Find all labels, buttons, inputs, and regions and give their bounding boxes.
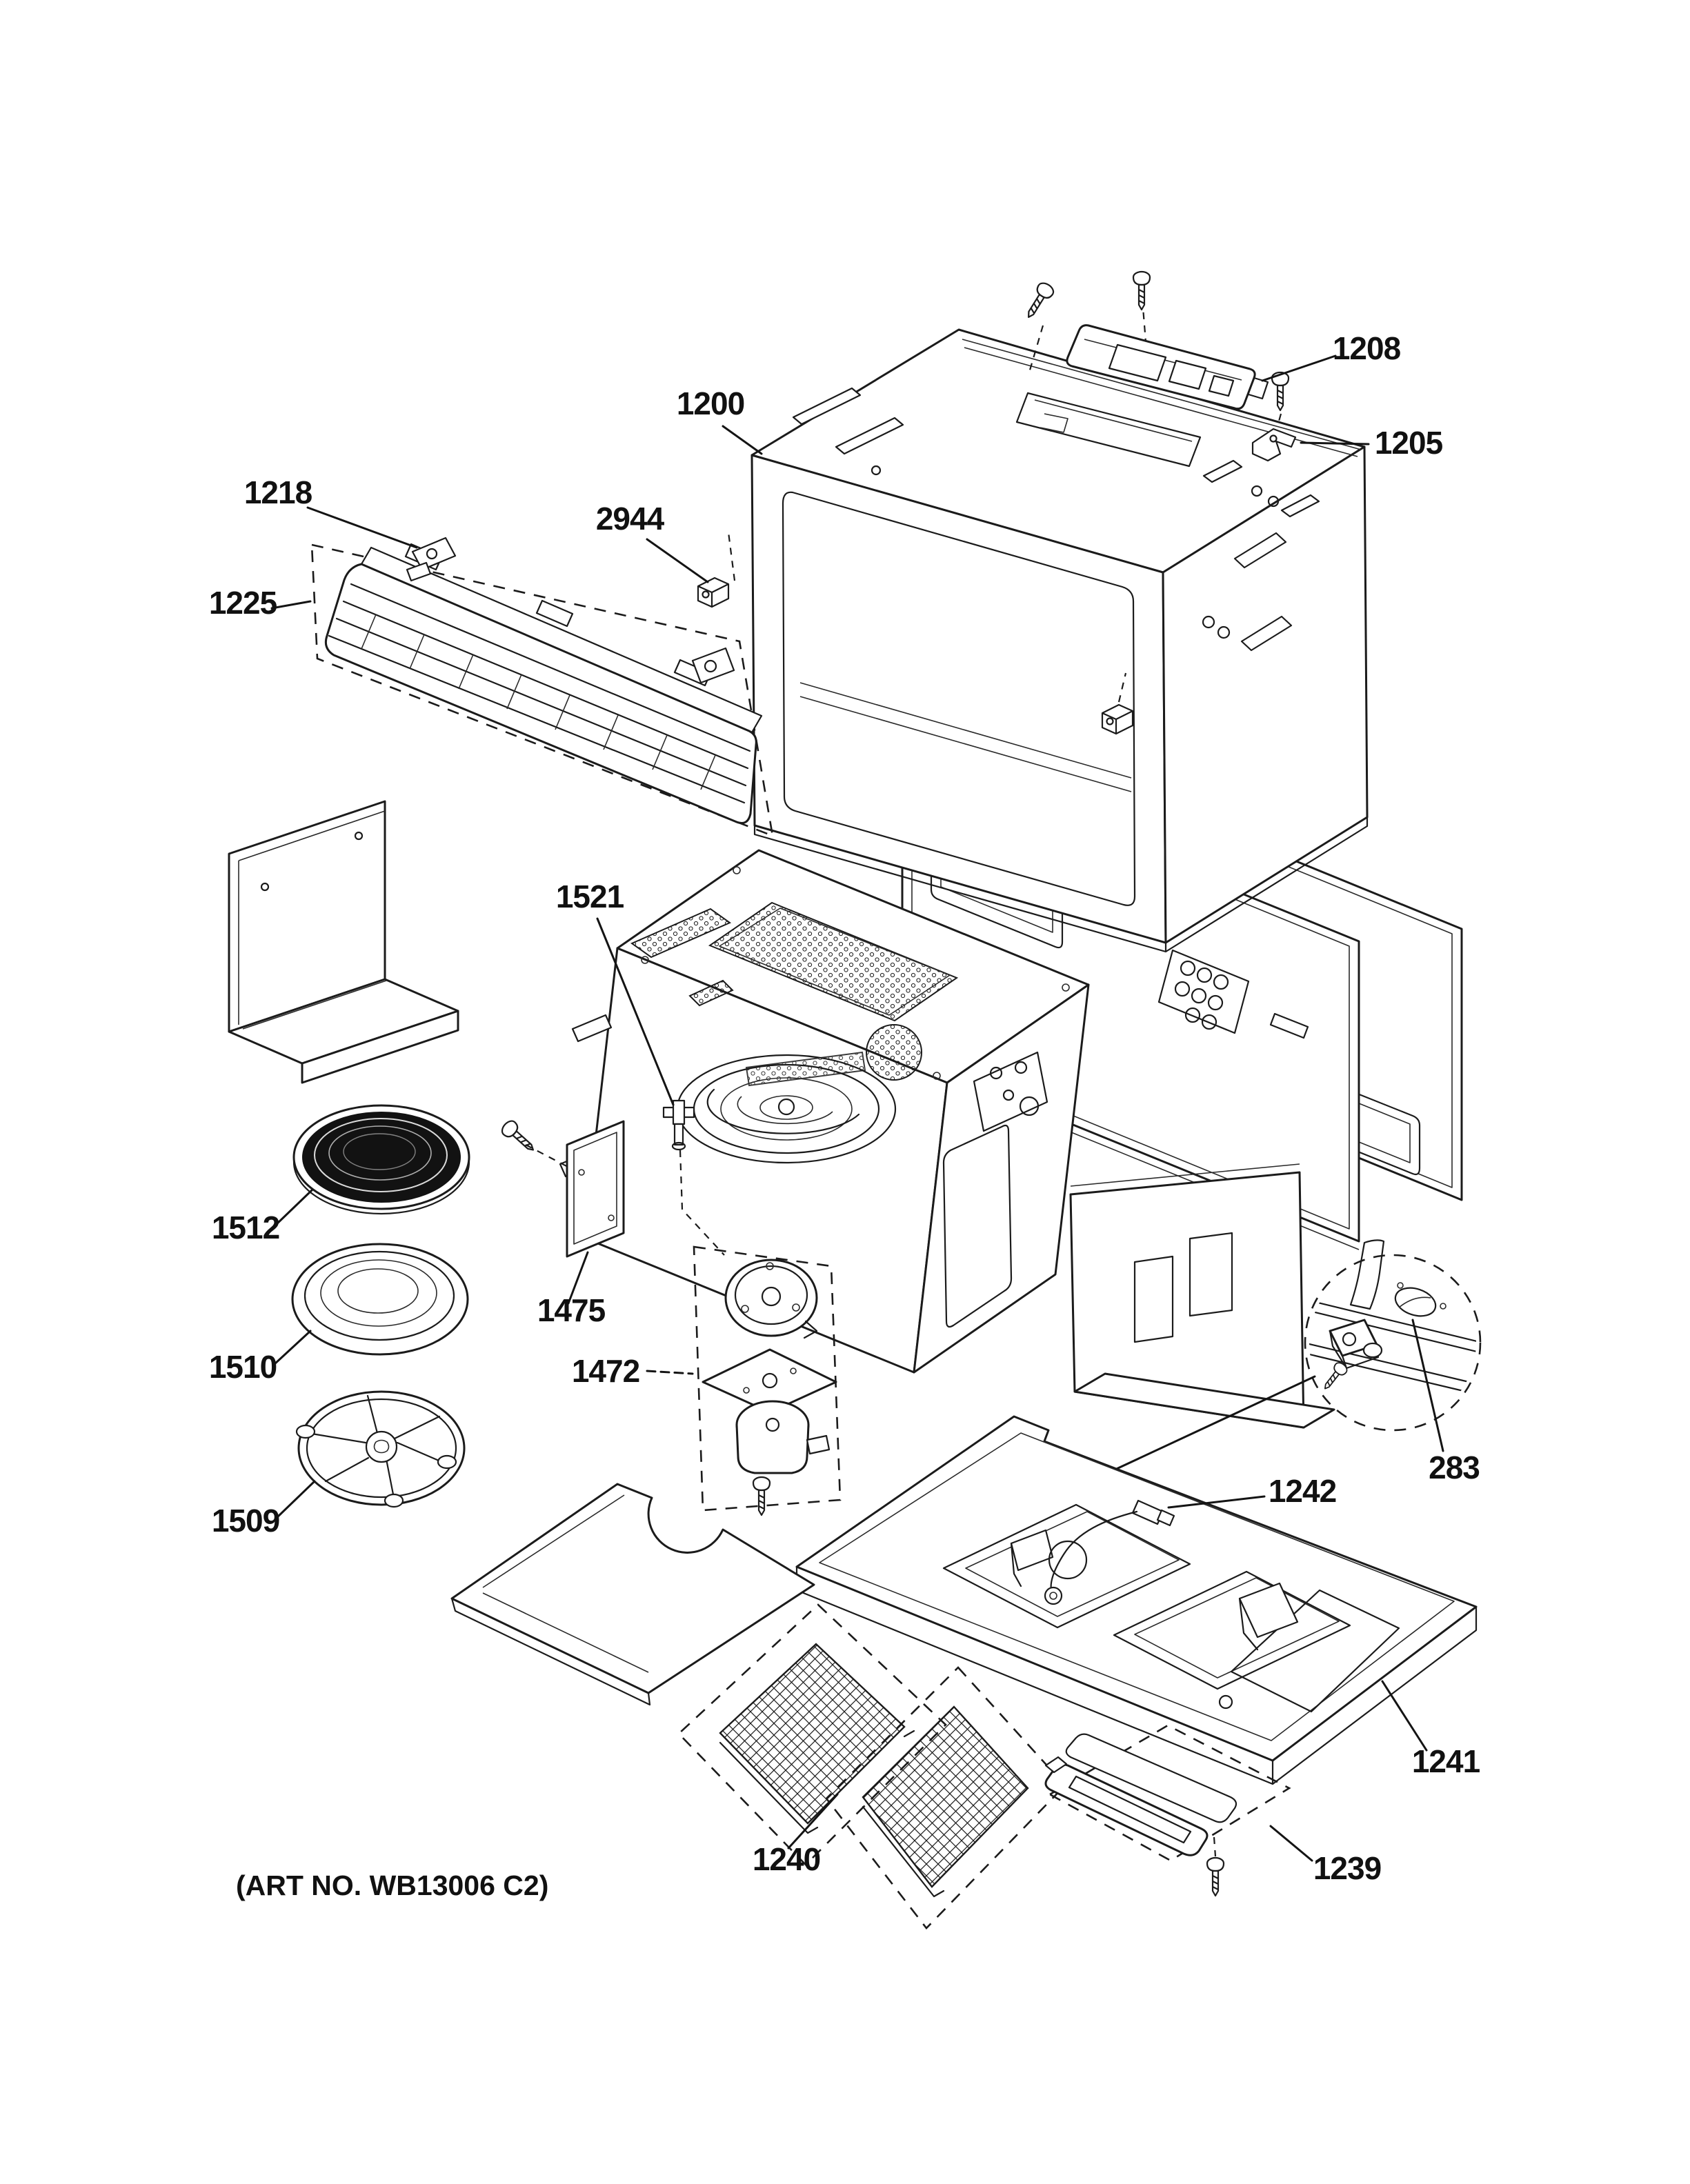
callout-1512: 1512 <box>212 1210 279 1245</box>
grease-filters-1240 <box>677 1603 1066 1930</box>
leader-1472 <box>646 1370 694 1375</box>
turntable-ring-1510 <box>291 1243 469 1356</box>
callout-1218: 1218 <box>244 474 312 510</box>
case-front-opening <box>782 491 1136 906</box>
grille-dashed-box <box>310 543 774 838</box>
callout-1240: 1240 <box>753 1841 820 1877</box>
callout-2944: 2944 <box>596 501 665 537</box>
l-shaped-duct <box>228 800 459 1084</box>
side-duct-panel <box>1069 1163 1335 1429</box>
callout-1241: 1241 <box>1412 1743 1480 1779</box>
roller-ring-1509 <box>295 1390 466 1508</box>
callout-1509: 1509 <box>212 1503 279 1539</box>
cavity-door-frame <box>913 983 1090 1374</box>
magnetron-plate <box>973 1051 1048 1132</box>
leader-1200 <box>722 425 763 455</box>
filter-1 <box>719 1643 906 1825</box>
locator-line-283 <box>1088 1375 1316 1483</box>
filter-2 <box>862 1705 1029 1888</box>
leader-1218 <box>306 506 418 549</box>
outer-case <box>750 328 1369 953</box>
base-plate-1241 <box>795 1415 1478 1785</box>
leader-1521 <box>596 917 675 1106</box>
leader-2944 <box>646 538 709 583</box>
thermostat-detail-283 <box>1088 1239 1482 1483</box>
wire <box>1050 1510 1138 1592</box>
callout-1242: 1242 <box>1269 1473 1336 1509</box>
grille-louvers <box>324 563 757 824</box>
waveguide-perforation <box>708 901 959 1022</box>
leader-1205 <box>1300 441 1370 445</box>
leader-1240 <box>787 1793 839 1850</box>
cover-panel-1475 <box>566 1120 625 1258</box>
callout-1205: 1205 <box>1375 425 1443 461</box>
callout-1510: 1510 <box>209 1349 277 1385</box>
callout-1225: 1225 <box>209 585 277 621</box>
motor-dashed-box <box>693 1245 842 1512</box>
leader-283 <box>1411 1319 1444 1452</box>
turntable-motor-1472 <box>693 1245 842 1516</box>
top-cover-plate-1208 <box>1020 270 1269 410</box>
callout-1239: 1239 <box>1313 1850 1381 1886</box>
case-recess-1208 <box>1015 392 1202 468</box>
lamp-cover-1239 <box>1044 1724 1291 1897</box>
callout-labels: 1200 1208 1205 1218 2944 1225 1521 1512 … <box>209 330 1481 1886</box>
callout-1521: 1521 <box>556 879 624 914</box>
hole-cluster <box>1174 960 1229 1030</box>
coupler-alignment-line <box>679 1150 725 1256</box>
callout-1208: 1208 <box>1333 330 1401 366</box>
tray-surface <box>302 1112 461 1203</box>
callout-283: 283 <box>1429 1450 1480 1485</box>
leader-1241 <box>1381 1680 1428 1752</box>
art-number-note: (ART NO. WB13006 C2) <box>236 1870 548 1901</box>
leader-1239 <box>1269 1825 1313 1862</box>
lamp-lens <box>1065 1733 1237 1823</box>
wire-connector-1242 <box>1044 1499 1175 1605</box>
turntable-coupler-1521 <box>662 1099 695 1151</box>
leader-1509 <box>276 1480 316 1519</box>
filter1-dashed-box <box>677 1603 947 1866</box>
vent-hole-cluster <box>866 1024 922 1081</box>
grille-clip-1218 <box>406 537 457 582</box>
lamp-dashed-box <box>1048 1724 1291 1862</box>
cooking-tray-1512 <box>292 1104 470 1215</box>
leader-1208 <box>1261 354 1337 382</box>
leader-1512 <box>275 1189 313 1226</box>
grille-assembly <box>310 532 774 838</box>
callout-1475: 1475 <box>537 1292 606 1328</box>
oven-cavity <box>498 849 1090 1374</box>
callout-1200: 1200 <box>677 385 744 421</box>
sensor-bulb <box>1394 1287 1437 1317</box>
leader-1225 <box>270 600 312 610</box>
callout-1472: 1472 <box>572 1353 639 1389</box>
leader-lines <box>270 354 1444 1862</box>
mounting-clip-1205 <box>1251 371 1297 462</box>
leader-1475 <box>567 1251 589 1305</box>
leader-1510 <box>273 1330 312 1365</box>
leader-1242 <box>1167 1495 1266 1509</box>
grille-mesh <box>361 614 716 790</box>
detail-circle <box>1304 1254 1482 1432</box>
bottom-shelf <box>450 1483 815 1706</box>
